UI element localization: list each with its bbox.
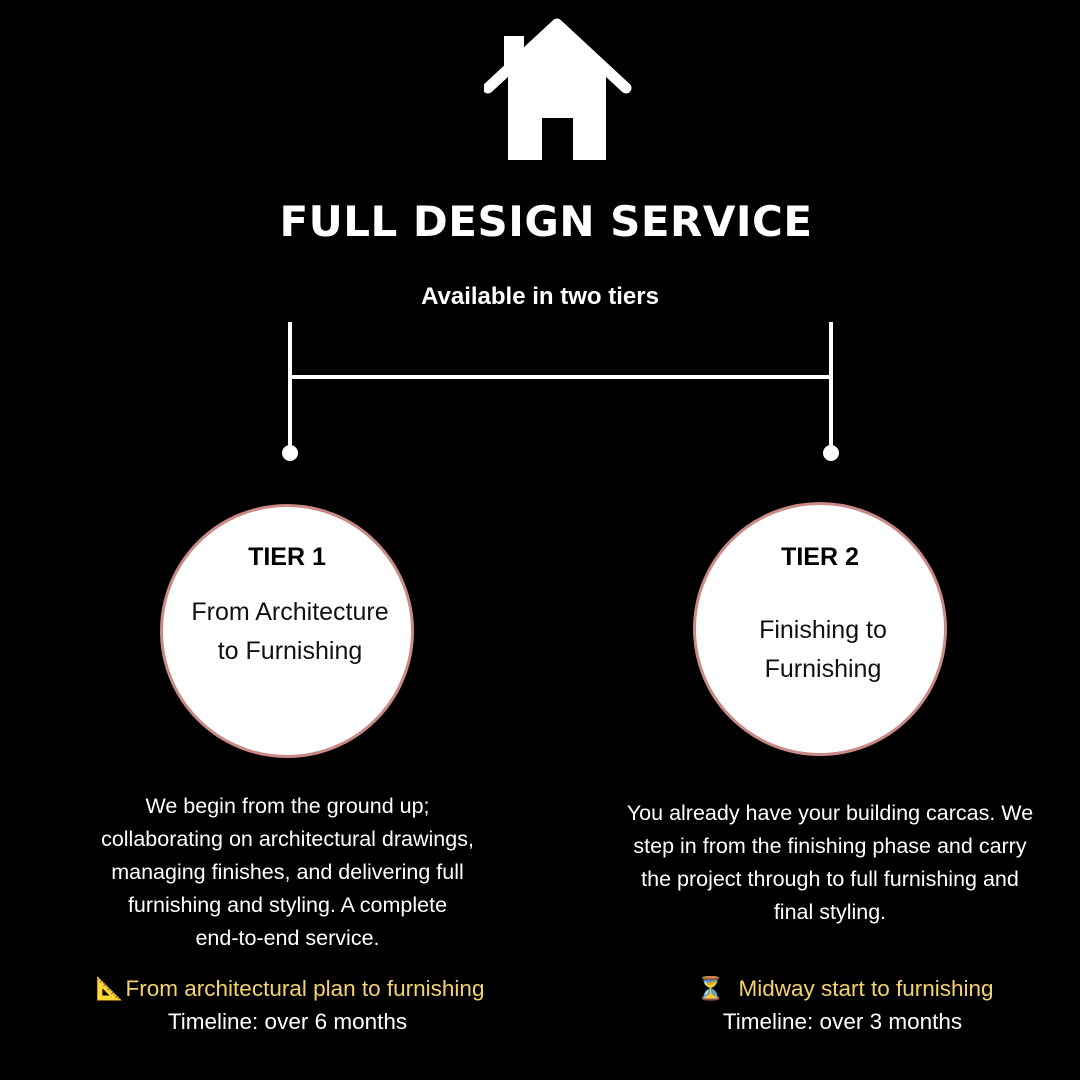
connector-left-dot: [282, 445, 298, 461]
tier-1-label: TIER 1: [248, 543, 326, 571]
connector-right-dot: [823, 445, 839, 461]
house-icon: [484, 18, 632, 160]
tier-2-description: You already have your building carcas. W…: [626, 801, 1034, 924]
tier-2-label: TIER 2: [781, 543, 859, 571]
tier-1-description: We begin from the ground up; collaborati…: [101, 794, 474, 950]
page-title: FULL DESIGN SERVICE: [279, 197, 813, 246]
page-subtitle: Available in two tiers: [421, 283, 659, 310]
tier-2-timeline: Timeline: over 3 months: [722, 1009, 963, 1034]
triangular-ruler-icon: 📐: [95, 976, 124, 1001]
tier-1-highlight: 📐From architectural plan to furnishing: [60, 972, 520, 1005]
tier-1-circle: TIER 1 From Architecture to Furnishing: [160, 504, 414, 758]
tier-2-highlight: ⏳ Midway start to furnishing: [610, 972, 1080, 1005]
tier-1-name: From Architecture to Furnishing: [191, 598, 389, 665]
hourglass-icon: ⏳: [696, 976, 725, 1001]
tier-2-circle: TIER 2 Finishing to Furnishing: [693, 502, 947, 756]
tier-1-highlight-text: From architectural plan to furnishing: [125, 976, 485, 1001]
tier-2-name: Finishing to Furnishing: [759, 616, 887, 683]
tier-1-timeline: Timeline: over 6 months: [167, 1009, 408, 1034]
tier-2-highlight-text: Midway start to furnishing: [738, 976, 994, 1001]
